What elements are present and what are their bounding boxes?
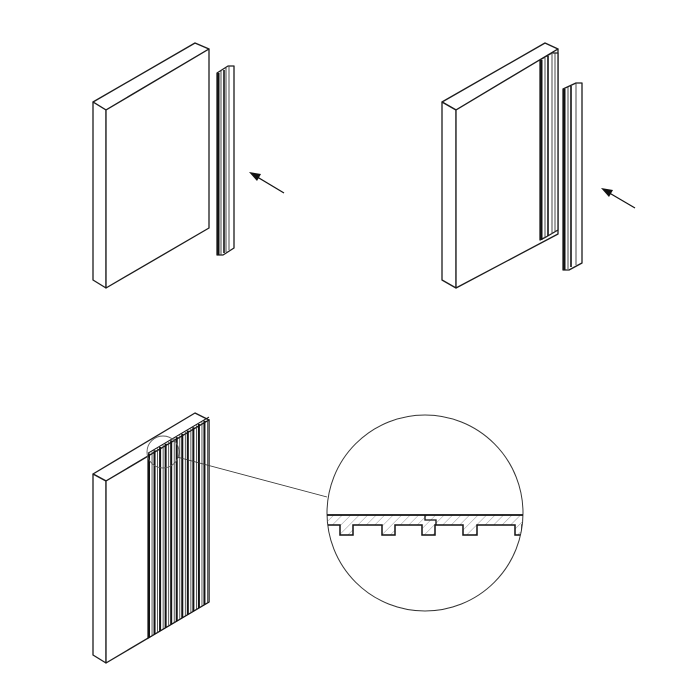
detail-leader-line: [176, 456, 328, 498]
flute-top-edge: [147, 416, 210, 454]
board-side-face: [92, 101, 107, 289]
detail-marker-circle: [146, 435, 180, 469]
step1-arrow-icon: [249, 172, 285, 194]
step3-fluted-panels: [147, 416, 210, 640]
step2-attached-strip: [539, 52, 559, 241]
step1-strip: [216, 65, 235, 256]
step1-board: [92, 42, 210, 289]
detail-view: [326, 414, 524, 612]
board-front-face: [105, 48, 210, 289]
step2-strip: [562, 82, 583, 271]
step2-arrow-icon: [601, 188, 636, 209]
profile-joint: [424, 515, 437, 525]
detail-circle: [326, 414, 524, 612]
step2-board: [441, 42, 559, 289]
